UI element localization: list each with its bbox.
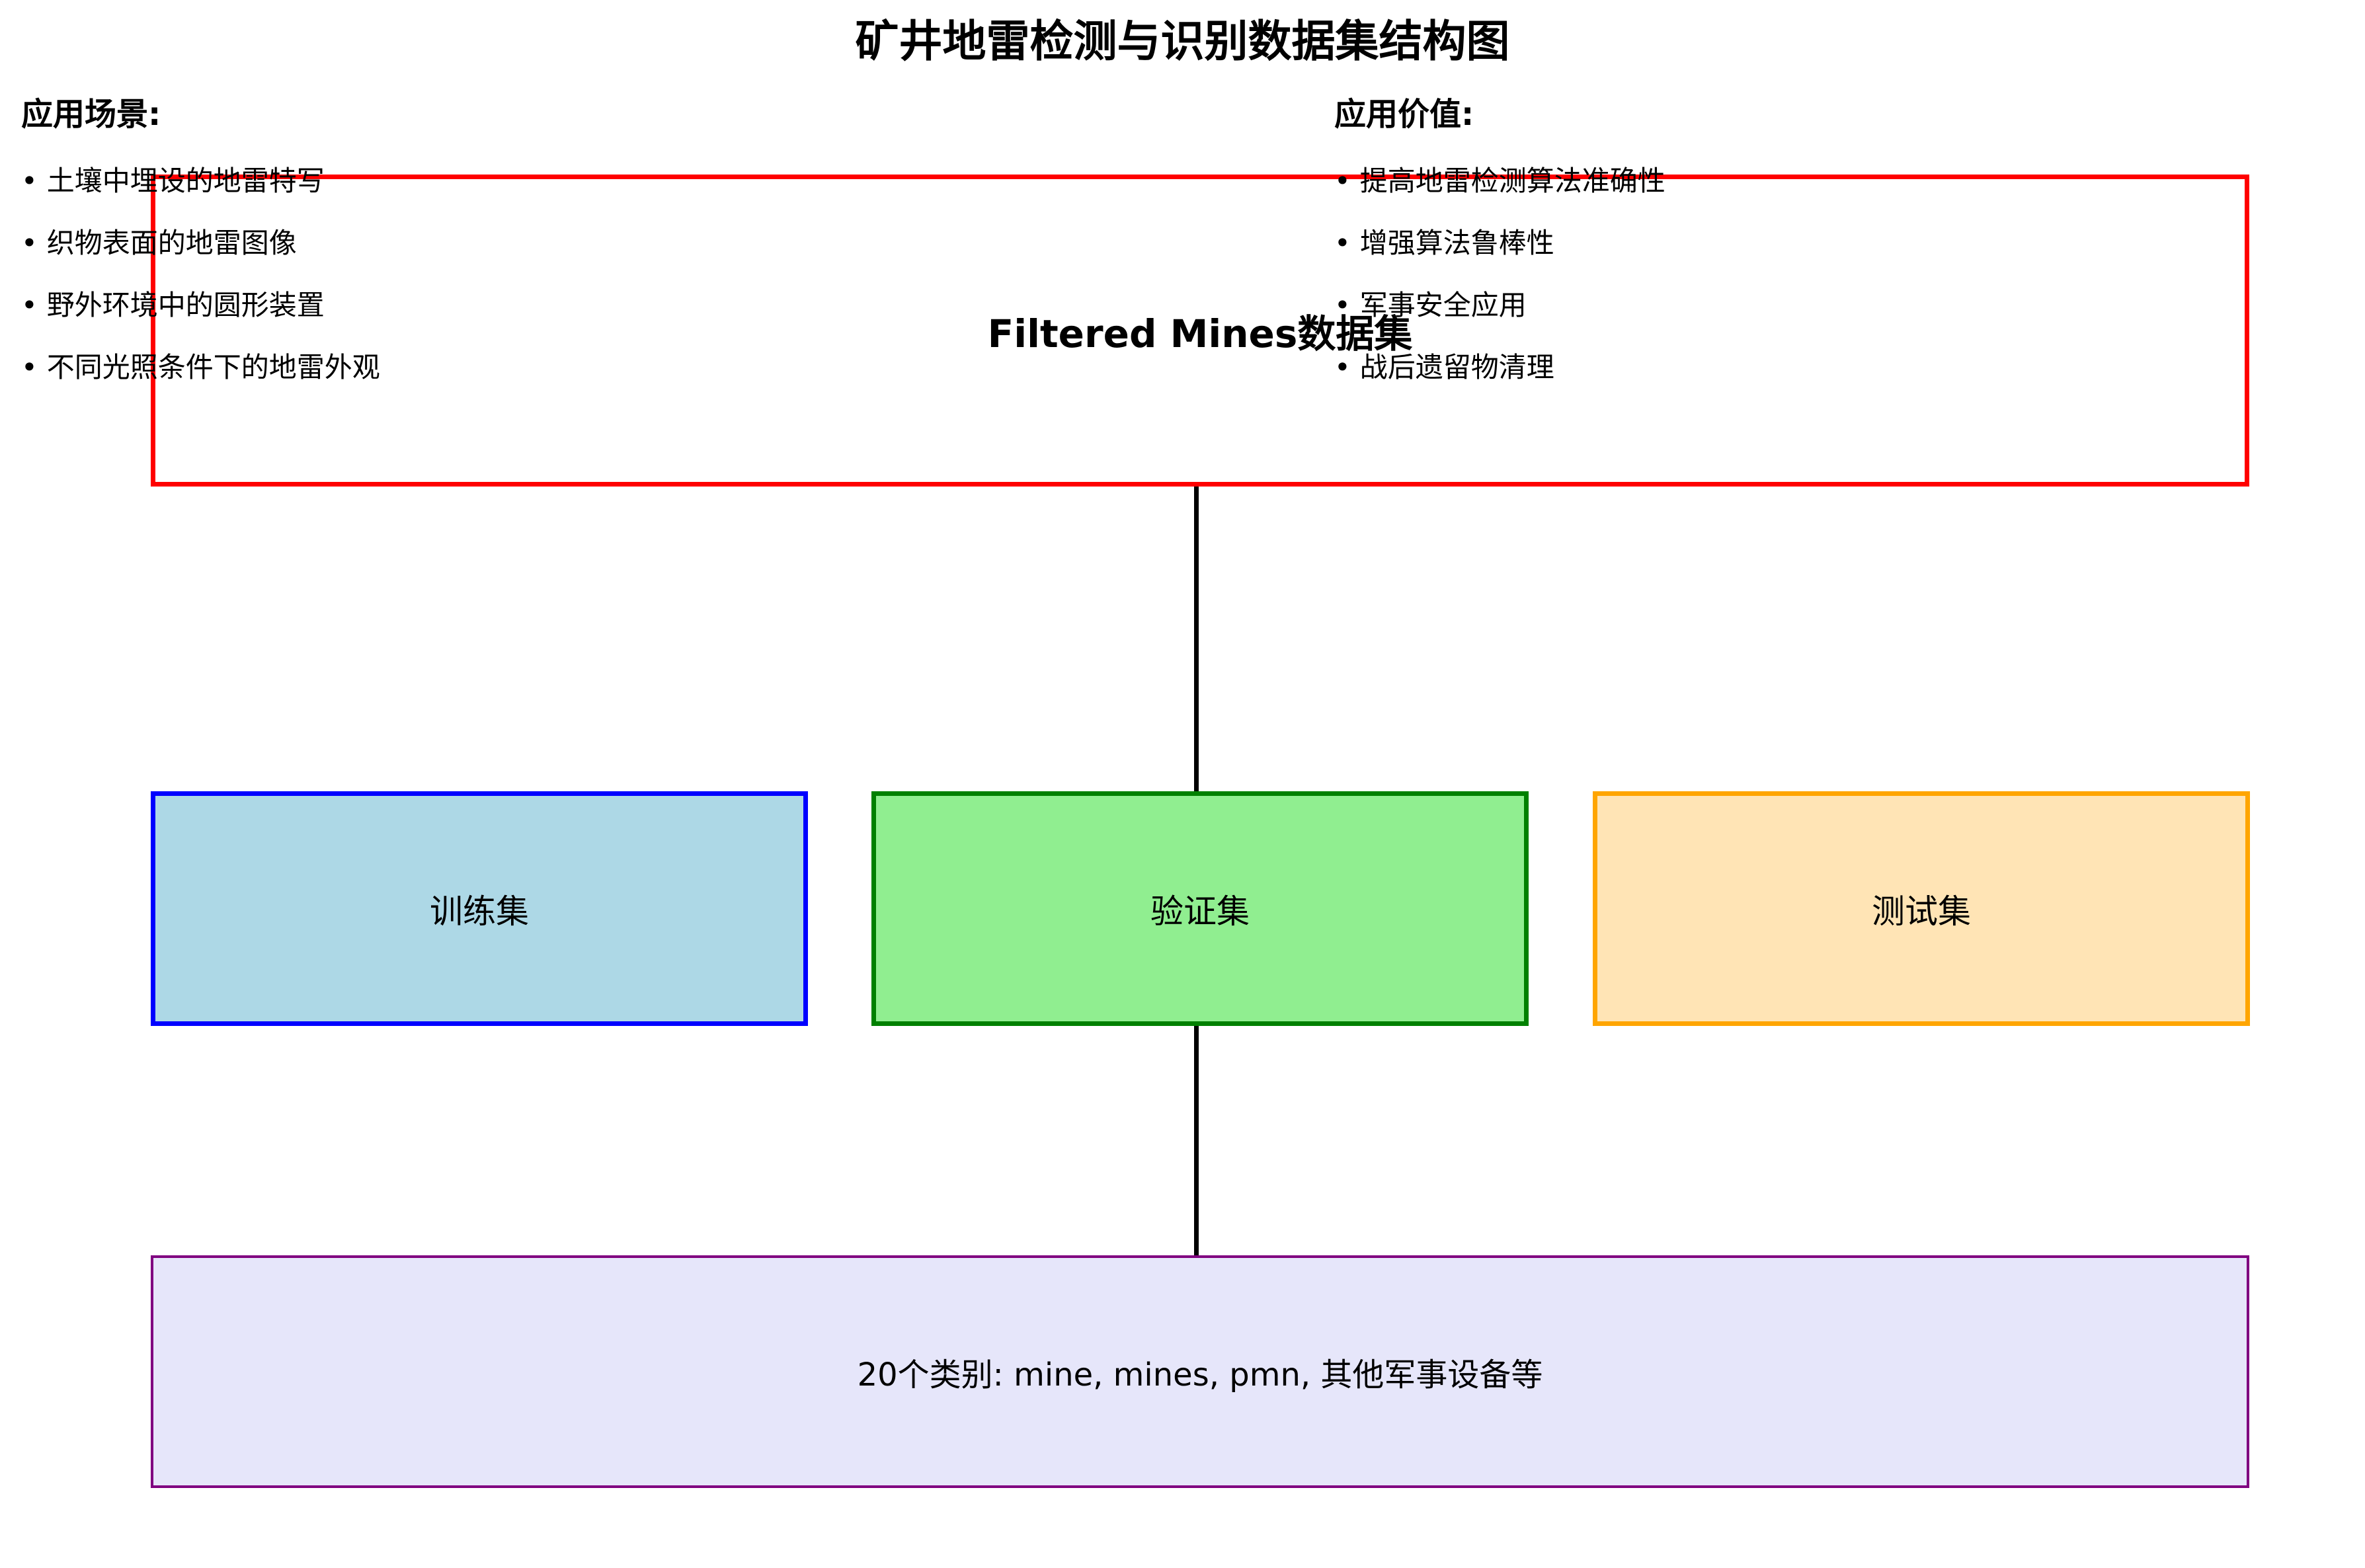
value-list: •提高地雷检测算法准确性 •增强算法鲁棒性 •军事安全应用 •战后遗留物清理: [1334, 163, 1995, 411]
value-heading: 应用价值:: [1334, 96, 1474, 133]
list-item: •军事安全应用: [1334, 287, 1995, 349]
dataset-root-label: Filtered Mines数据集: [987, 311, 1413, 356]
value-text: 增强算法鲁棒性: [1359, 227, 1554, 259]
classes-label: 20个类别: mine, mines, pmn, 其他军事设备等: [857, 1356, 1543, 1393]
scenario-text: 土壤中埋设的地雷特写: [46, 165, 325, 197]
classes-box: 20个类别: mine, mines, pmn, 其他军事设备等: [151, 1255, 2249, 1488]
value-panel: 应用价值: •提高地雷检测算法准确性 •增强算法鲁棒性 •军事安全应用 •战后遗…: [1334, 91, 1995, 411]
validation-set-label: 验证集: [1150, 892, 1250, 931]
bullet-icon: •: [21, 289, 38, 321]
test-set-box: 测试集: [1593, 791, 2250, 1026]
bullet-icon: •: [21, 351, 38, 383]
bullet-icon: •: [1334, 351, 1351, 383]
training-set-box: 训练集: [151, 791, 808, 1026]
scenario-text: 织物表面的地雷图像: [46, 227, 297, 259]
value-text: 军事安全应用: [1359, 289, 1527, 321]
scenarios-heading: 应用场景:: [21, 96, 161, 133]
page-title: 矿井地雷检测与识别数据集结构图: [855, 16, 1510, 67]
scenarios-list: •土壤中埋设的地雷特写 •织物表面的地雷图像 •野外环境中的圆形装置 •不同光照…: [21, 163, 682, 411]
list-item: •增强算法鲁棒性: [1334, 225, 1995, 287]
connector-validation-to-classes: [1194, 1021, 1199, 1259]
bullet-icon: •: [1334, 165, 1351, 197]
bullet-icon: •: [21, 165, 38, 197]
bullet-icon: •: [21, 227, 38, 259]
list-item: •织物表面的地雷图像: [21, 225, 682, 287]
validation-set-box: 验证集: [871, 791, 1529, 1026]
list-item: •野外环境中的圆形装置: [21, 287, 682, 349]
scenarios-panel: 应用场景: •土壤中埋设的地雷特写 •织物表面的地雷图像 •野外环境中的圆形装置…: [21, 91, 682, 411]
list-item: •不同光照条件下的地雷外观: [21, 349, 682, 411]
scenario-text: 不同光照条件下的地雷外观: [46, 351, 380, 383]
value-text: 提高地雷检测算法准确性: [1359, 165, 1665, 197]
list-item: •提高地雷检测算法准确性: [1334, 163, 1995, 225]
bullet-icon: •: [1334, 227, 1351, 259]
test-set-label: 测试集: [1872, 892, 1971, 931]
scenario-text: 野外环境中的圆形装置: [46, 289, 325, 321]
dataset-root-box: Filtered Mines数据集: [151, 175, 2249, 487]
list-item: •土壤中埋设的地雷特写: [21, 163, 682, 225]
connector-root-to-validation: [1194, 483, 1199, 796]
training-set-label: 训练集: [430, 892, 529, 931]
list-item: •战后遗留物清理: [1334, 349, 1995, 411]
value-text: 战后遗留物清理: [1359, 351, 1554, 383]
bullet-icon: •: [1334, 289, 1351, 321]
